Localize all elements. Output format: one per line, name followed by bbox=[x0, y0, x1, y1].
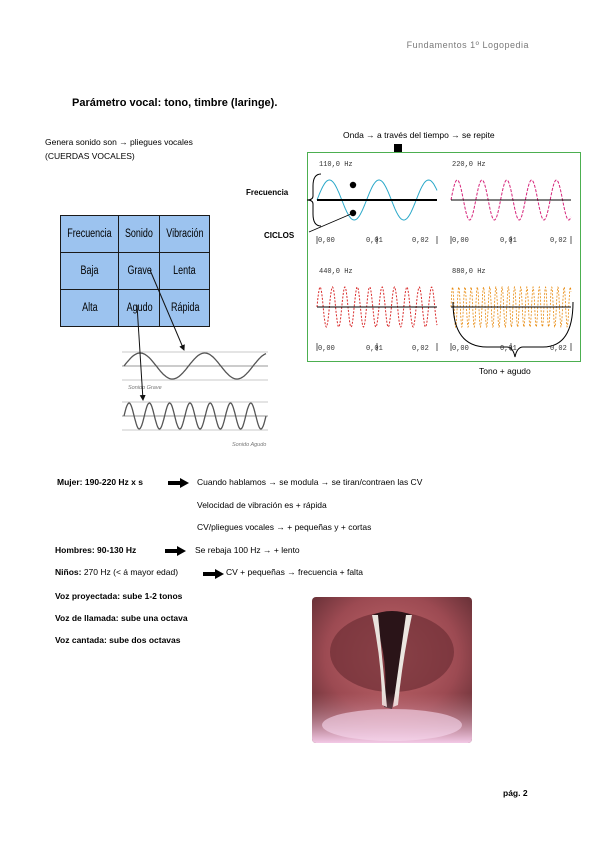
note-cv: CV/pliegues vocales → + pequeñas y + cor… bbox=[197, 522, 372, 532]
ciclos-pointer bbox=[308, 213, 352, 233]
larynx-photo bbox=[312, 597, 472, 743]
panel-label: 440,0 Hz bbox=[319, 268, 353, 276]
sonido-agudo-label: Sonido Agudo bbox=[232, 442, 267, 448]
tick-label: 0,01 bbox=[500, 237, 517, 245]
course-header: Fundamentos 1º Logopedia bbox=[406, 40, 529, 50]
cycle-dot bbox=[349, 181, 357, 189]
tick-label: 0,01 bbox=[500, 345, 517, 353]
note-ninos-text: CV + pequeñas → frecuencia + falta bbox=[226, 567, 364, 577]
arrow-right-icon bbox=[203, 566, 225, 584]
grave-agudo-waves bbox=[122, 351, 268, 431]
note-hombres-text: Se rebaja 100 Hz → + lento bbox=[195, 545, 300, 555]
intro-line-1: Genera sonido son → pliegues vocales bbox=[45, 137, 193, 147]
sonido-grave-label: Sonido Grave bbox=[128, 385, 162, 391]
tick-label: 0,02 bbox=[412, 237, 429, 245]
page-title: Parámetro vocal: tono, timbre (laringe). bbox=[72, 97, 278, 109]
tono-agudo-label: Tono + agudo bbox=[479, 366, 531, 376]
frecuencia-label: Frecuencia bbox=[246, 188, 289, 197]
ciclos-label: CICLOS bbox=[264, 231, 295, 240]
page-number: pág. 2 bbox=[503, 788, 528, 798]
note-mujer-text: Cuando hablamos → se modula → se tiran/c… bbox=[197, 477, 423, 487]
brace-mark bbox=[452, 301, 574, 358]
wave-series bbox=[316, 286, 438, 328]
panel-label: 220,0 Hz bbox=[452, 161, 486, 169]
tick-label: 0,01 bbox=[366, 237, 383, 245]
table-cell: Rápida bbox=[159, 289, 210, 327]
panel-label: 880,0 Hz bbox=[452, 268, 486, 276]
table-cell: Agudo bbox=[117, 289, 161, 327]
note-ninos-prefix: Niños: 270 Hz (< á mayor edad) bbox=[55, 567, 179, 577]
wave-note: Onda → a través del tiempo → se repite bbox=[343, 130, 495, 140]
tick-label: 0,00 bbox=[318, 237, 335, 245]
tick-label: 0,02 bbox=[550, 345, 567, 353]
wave-series bbox=[450, 285, 572, 329]
intro-line-2: (CUERDAS VOCALES) bbox=[45, 151, 135, 161]
arrow-right-icon bbox=[168, 475, 190, 493]
frequency-bracket bbox=[306, 173, 322, 227]
note-mujer-prefix: Mujer: 190-220 Hz x s bbox=[57, 477, 143, 487]
tick-label: 0,00 bbox=[318, 345, 335, 353]
wave-series bbox=[450, 179, 572, 221]
panel-label: 110,0 Hz bbox=[319, 161, 353, 169]
table-cell: Sonido bbox=[117, 215, 161, 253]
tick-label: 0,00 bbox=[452, 237, 469, 245]
tick-label: 0,01 bbox=[366, 345, 383, 353]
note-hombres-prefix: Hombres: 90-130 Hz bbox=[55, 545, 137, 555]
voice-item: Voz de llamada: sube una octava bbox=[55, 613, 188, 623]
table-cell: Frecuencia bbox=[60, 215, 119, 253]
arrow-right-icon bbox=[165, 543, 187, 561]
table-cell: Grave bbox=[117, 252, 161, 290]
frequency-wave-panels bbox=[306, 173, 574, 358]
voice-item: Voz proyectada: sube 1-2 tonos bbox=[55, 591, 183, 601]
tick-label: 0,02 bbox=[412, 345, 429, 353]
cycle-dot bbox=[349, 209, 357, 217]
tick-label: 0,02 bbox=[550, 237, 567, 245]
voice-item: Voz cantada: sube dos octavas bbox=[55, 635, 181, 645]
frequency-table: Frecuencia Sonido Vibración Baja Grave L… bbox=[60, 215, 210, 327]
table-cell: Alta bbox=[60, 289, 119, 327]
tick-label: 0,00 bbox=[452, 345, 469, 353]
note-velocidad: Velocidad de vibración es + rápida bbox=[197, 500, 327, 510]
table-cell: Lenta bbox=[159, 252, 210, 290]
wave-series bbox=[316, 179, 438, 221]
